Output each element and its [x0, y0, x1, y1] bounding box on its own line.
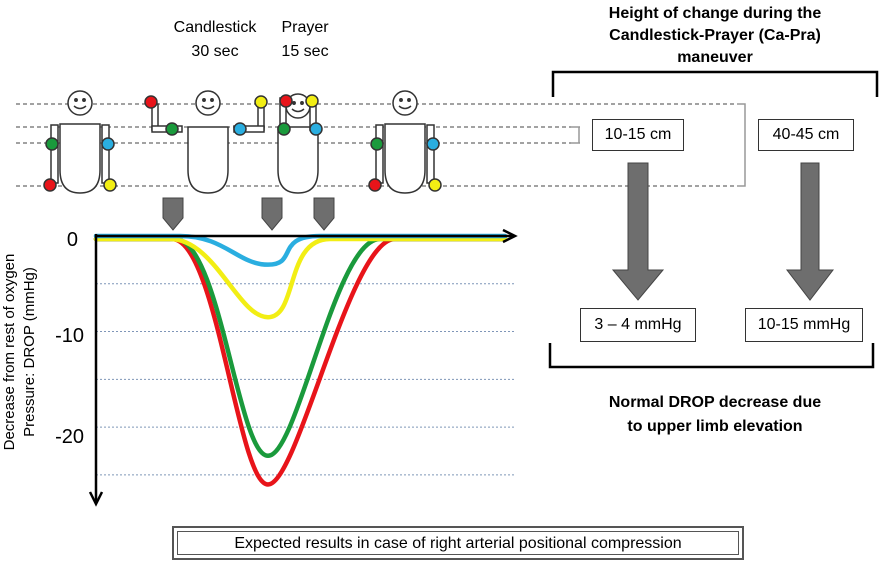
- right-elbow-marker: [309, 122, 323, 136]
- caption-box: Expected results in case of right arteri…: [172, 526, 744, 560]
- arrow-large-height: [785, 162, 835, 301]
- right-elbow-marker: [426, 137, 440, 151]
- candlestick-label: Candlestick: [173, 19, 257, 36]
- right-elbow-marker: [101, 137, 115, 151]
- height-title-line1: Height of change during the: [608, 5, 822, 22]
- prayer-label: Prayer: [281, 19, 329, 36]
- tick-label-0: 0: [66, 229, 78, 251]
- height-title-line3: maneuver: [677, 49, 753, 66]
- caption-text: Expected results in case of right arteri…: [177, 531, 739, 555]
- figure-rest-2: [368, 90, 442, 194]
- left-elbow-marker: [45, 137, 59, 151]
- top-brace: [551, 70, 879, 97]
- marker-prayer-start: [261, 197, 283, 231]
- figure-rest-1: [43, 90, 117, 194]
- candlestick-time-label: 30 sec: [191, 43, 239, 60]
- left-hand-marker: [279, 94, 293, 108]
- yellow-series-line: [93, 236, 508, 320]
- axes: [88, 228, 518, 507]
- marker-prayer-end: [313, 197, 335, 231]
- gridlines: [96, 283, 515, 476]
- prayer-time-label: 15 sec: [281, 43, 329, 60]
- left-elbow-marker: [165, 122, 179, 136]
- height-large-box: 40-45 cm: [758, 119, 854, 151]
- y-axis-label-line2: Pressure: DROP (mmHg): [21, 267, 38, 437]
- tick-label-minus20: -20: [55, 426, 84, 448]
- right-hand-marker: [103, 178, 117, 192]
- green-series-line: [93, 236, 508, 459]
- curves: [93, 233, 508, 487]
- left-elbow-marker: [370, 137, 384, 151]
- left-elbow-marker: [277, 122, 291, 136]
- right-elbow-marker: [233, 122, 247, 136]
- red-series-line: [93, 236, 508, 487]
- figure-candlestick: [144, 90, 268, 194]
- figure-prayer: [277, 93, 323, 194]
- y-axis-arrowhead: [88, 491, 104, 507]
- small-height-bracket: [571, 126, 580, 144]
- x-axis-arrowhead: [502, 228, 518, 244]
- blue-series-line: [93, 233, 508, 267]
- tick-label-minus10: -10: [55, 325, 84, 347]
- height-title-line2: Candlestick-Prayer (Ca-Pra): [609, 27, 821, 44]
- left-hand-marker: [43, 178, 57, 192]
- arrow-small-height: [611, 162, 665, 301]
- right-hand-marker: [428, 178, 442, 192]
- drop-small-box: 3 – 4 mmHg: [580, 308, 696, 342]
- y-axis-label-line1: Decrease from rest of oxygen: [1, 253, 18, 451]
- large-height-bracket: [737, 103, 746, 187]
- drop-large-box: 10-15 mmHg: [745, 308, 863, 342]
- marker-candlestick-start: [162, 197, 184, 231]
- y-axis-label: Decrease from rest of oxygen Pressure: D…: [0, 212, 44, 492]
- bottom-brace: [548, 343, 875, 369]
- left-hand-marker: [144, 95, 158, 109]
- drop-title-line1: Normal DROP decrease due: [608, 394, 822, 411]
- left-hand-marker: [368, 178, 382, 192]
- right-hand-marker: [305, 94, 319, 108]
- drop-title-line2: to upper limb elevation: [627, 418, 803, 435]
- height-small-box: 10-15 cm: [592, 119, 684, 151]
- right-hand-marker: [254, 95, 268, 109]
